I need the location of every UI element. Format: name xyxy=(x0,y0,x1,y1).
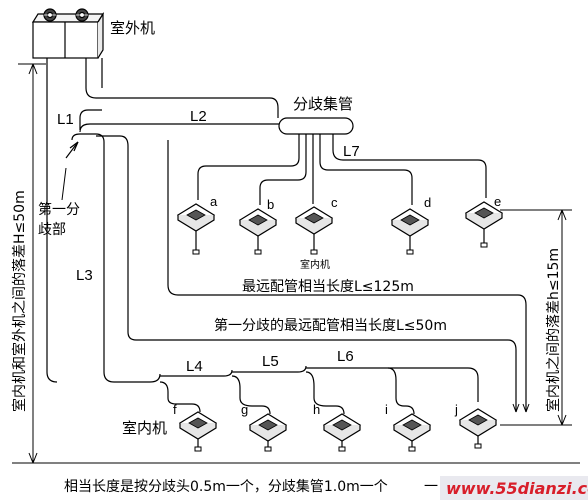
unit-letter-c: c xyxy=(331,195,338,210)
unit-letter-e: e xyxy=(494,194,501,209)
branch-header-label: 分歧集管 xyxy=(293,95,353,113)
unit-letter-a: a xyxy=(210,194,218,209)
indoor-unit-j-icon xyxy=(458,408,498,449)
header-branches xyxy=(197,134,487,205)
pipe-label-l7: L7 xyxy=(343,143,360,160)
first-branch-label-2: 歧部 xyxy=(38,222,66,238)
pipe-label-l6: L6 xyxy=(337,348,354,365)
first-branch-joint xyxy=(65,141,79,159)
unit-letter-h: h xyxy=(313,402,320,417)
bottom-branch-piping xyxy=(149,365,479,415)
unit-letter-b: b xyxy=(267,197,274,212)
footnote: 相当长度是按分歧头0.5m一个，分歧集管1.0m一个 xyxy=(64,478,388,495)
unit-letter-g: g xyxy=(241,402,248,417)
indoor-unit-small-label: 室内机 xyxy=(300,258,330,271)
indoor-unit-b-icon xyxy=(238,208,278,255)
indoor-unit-h-icon xyxy=(322,413,362,452)
watermark-text: www.55dianzi.com xyxy=(446,479,588,498)
indoor-unit-f-icon xyxy=(178,411,218,452)
watermark-background xyxy=(440,476,588,500)
indoor-unit-e-icon xyxy=(464,201,504,248)
pipe-label-l5: L5 xyxy=(262,353,279,370)
indoor-unit-c-icon xyxy=(294,206,334,255)
indoor-unit-a-icon xyxy=(176,203,216,255)
first-branch-label: 第一分 xyxy=(38,201,80,218)
unit-letter-d: d xyxy=(424,195,431,210)
outdoor-unit-icon xyxy=(31,8,105,59)
pipe-label-l4: L4 xyxy=(186,358,203,375)
pipe-label-l2: L2 xyxy=(190,108,207,125)
first-branch-farthest-label: 第一分歧的最远配管相当长度L≤50m xyxy=(214,317,447,334)
unit-letter-f: f xyxy=(173,402,177,417)
height-diff-outdoor-label: 室内机和室外机之间的落差H≤50m xyxy=(11,190,28,412)
unit-letter-i: i xyxy=(385,402,388,417)
piping-network xyxy=(46,58,527,412)
outdoor-unit-label: 室外机 xyxy=(110,19,155,37)
indoor-unit-label: 室内机 xyxy=(122,419,167,437)
indoor-unit-g-icon xyxy=(248,413,288,452)
pipe-label-l3: L3 xyxy=(76,267,93,284)
height-diff-indoor-label: 室内机之间的落差h≤15m xyxy=(545,248,562,412)
branch-header xyxy=(278,117,354,135)
height-dimension-right xyxy=(500,209,572,426)
height-dimension-left xyxy=(12,63,580,464)
footnote-tail: 一 xyxy=(424,479,438,495)
unit-letter-j: j xyxy=(454,402,458,417)
pipe-label-l1: L1 xyxy=(57,111,74,128)
farthest-pipe-label: 最远配管相当长度L≤125m xyxy=(242,279,414,295)
indoor-unit-i-icon xyxy=(392,413,432,452)
indoor-unit-d-icon xyxy=(390,208,430,255)
first-branch-leader xyxy=(61,167,67,201)
